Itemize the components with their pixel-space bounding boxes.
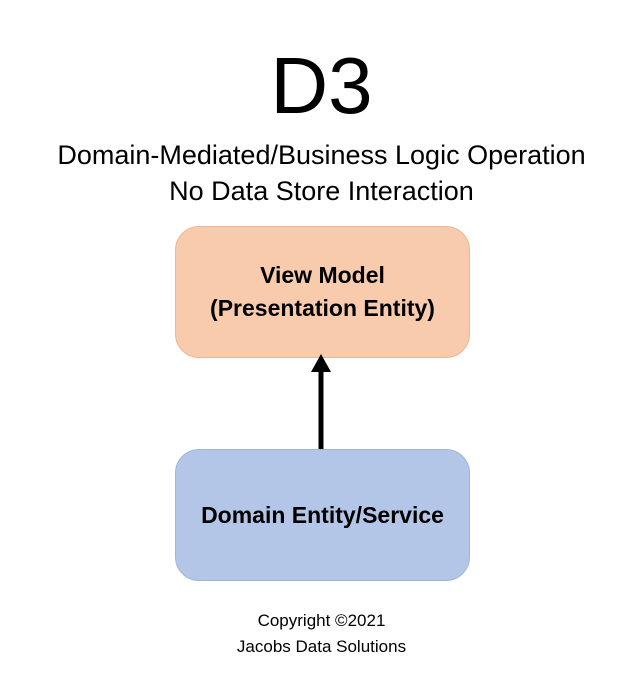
arrowhead-icon — [311, 354, 331, 372]
subtitle-line-1: Domain-Mediated/Business Logic Operation — [57, 140, 586, 170]
copyright-line: Copyright ©2021 — [257, 611, 386, 630]
domain-entity-label: Domain Entity/Service — [201, 501, 444, 528]
diagram-title: D3 — [270, 41, 373, 130]
subtitle-line-2: No Data Store Interaction — [169, 176, 474, 206]
copyright-owner: Jacobs Data Solutions — [236, 637, 407, 656]
view-model-sublabel: (Presentation Entity) — [210, 295, 435, 321]
view-model-label: View Model — [260, 262, 385, 288]
domain-to-view-model-arrow — [311, 354, 331, 450]
domain-entity-node: Domain Entity/Service — [175, 449, 470, 581]
view-model-node: View Model (Presentation Entity) — [175, 226, 470, 358]
